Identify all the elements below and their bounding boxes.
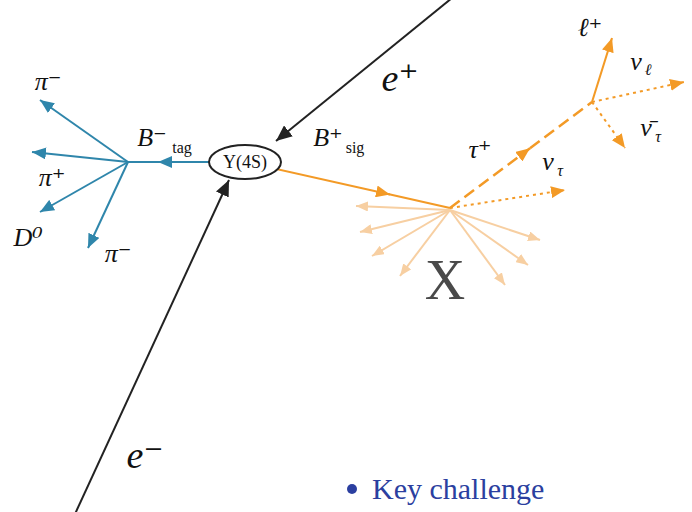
beam-label: e⁻ [127, 436, 164, 474]
resonance-label: Υ(4S) [223, 153, 267, 171]
btag-line [128, 161, 160, 163]
bullet [347, 484, 357, 494]
particle-label: ν [630, 49, 642, 75]
particle-label: π⁻ [105, 241, 132, 267]
subscript-label: tag [172, 140, 192, 156]
bullet-text: Key challenge [372, 474, 544, 504]
particle-label: B⁻ [137, 125, 167, 151]
particle-label: ℓ⁺ [578, 15, 603, 41]
particle-label: τ⁺ [468, 137, 491, 163]
electron-beam [75, 180, 229, 512]
particle-label: ν̄ [640, 115, 652, 141]
particle-label: B⁺ [313, 125, 343, 151]
neutrino-track [592, 82, 684, 102]
subscript-label: τ [557, 163, 563, 179]
subscript-label: τ [655, 129, 661, 145]
beam-label: e⁺ [382, 59, 419, 97]
bsig-line [388, 194, 450, 208]
lepton-track [592, 38, 612, 102]
neutrino-track [592, 102, 625, 148]
positron-beam [276, 0, 452, 141]
subscript-label: ℓ [645, 62, 652, 78]
particle-label: π⁺ [39, 165, 66, 191]
pion-track [40, 100, 128, 162]
particle-label: D⁰ [13, 225, 42, 251]
subscript-label: sig [346, 140, 365, 156]
x-label: X [425, 252, 465, 308]
pion-track [32, 152, 128, 162]
pion-track [88, 162, 128, 248]
neutrino-track [450, 190, 565, 208]
particle-label: π⁻ [35, 69, 62, 95]
tau-track [530, 102, 592, 148]
particle-label: ν [542, 149, 554, 175]
resonance-ellipse: Υ(4S) [208, 144, 282, 180]
